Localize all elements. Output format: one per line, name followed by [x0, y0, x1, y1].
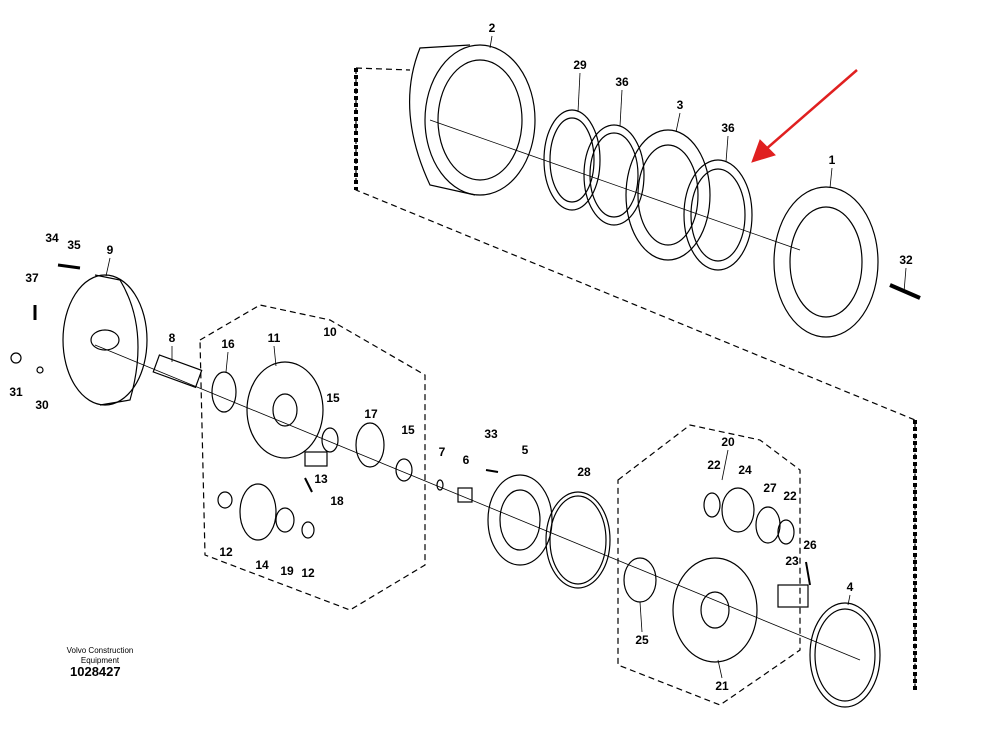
part-callout-label: 24 [738, 463, 752, 477]
part-callout-label: 3 [676, 98, 684, 112]
part-callout-label: 15 [326, 391, 340, 405]
part-callout-label: 33 [484, 427, 498, 441]
part-callout-label: 1 [828, 153, 836, 167]
part-callout-label: 34 [45, 231, 59, 245]
part-callout-label: 11 [267, 331, 281, 345]
part-callout-label: 5 [521, 443, 529, 457]
part-callout-label: 36 [721, 121, 735, 135]
part-callout-label: 15 [401, 423, 415, 437]
part-callout-label: 22 [783, 489, 797, 503]
part-callout-label: 10 [323, 325, 337, 339]
part-callout-label: 14 [255, 558, 269, 572]
part-callout-label: 36 [615, 75, 629, 89]
part-callout-label: 7 [438, 445, 446, 459]
part-callout-label: 20 [721, 435, 735, 449]
part-callout-label: 16 [221, 337, 235, 351]
part-callout-label: 31 [9, 385, 23, 399]
part-callout-label: 8 [168, 331, 176, 345]
part-callout-label: 12 [219, 545, 233, 559]
part-callout-label: 4 [846, 580, 854, 594]
part-callout-label: 21 [715, 679, 729, 693]
group-10-frame [199, 304, 426, 611]
group-20-frame [617, 424, 801, 706]
part-callout-label: 35 [67, 238, 81, 252]
highlight-arrow [751, 69, 858, 163]
part-callout-label: 27 [763, 481, 777, 495]
part-callout-label: 25 [635, 633, 649, 647]
part-callout-label: 12 [301, 566, 315, 580]
part-callout-label: 18 [330, 494, 344, 508]
part-callout-label: 23 [785, 554, 799, 568]
part-callout-label: 2 [488, 21, 496, 35]
company-name: Volvo Construction Equipment [66, 646, 134, 665]
part-callout-label: 26 [803, 538, 817, 552]
part-callout-label: 22 [707, 458, 721, 472]
part-callout-label: 29 [573, 58, 587, 72]
part-callout-label: 17 [364, 407, 378, 421]
document-number: 1028427 [70, 664, 121, 679]
part-callout-label: 9 [106, 243, 114, 257]
part-callout-label: 37 [25, 271, 39, 285]
part-callout-label: 30 [35, 398, 49, 412]
part-callout-label: 6 [462, 453, 470, 467]
part-callout-label: 28 [577, 465, 591, 479]
part-callout-label: 32 [899, 253, 913, 267]
part-callout-label: 13 [314, 472, 328, 486]
part-callout-label: 19 [280, 564, 294, 578]
